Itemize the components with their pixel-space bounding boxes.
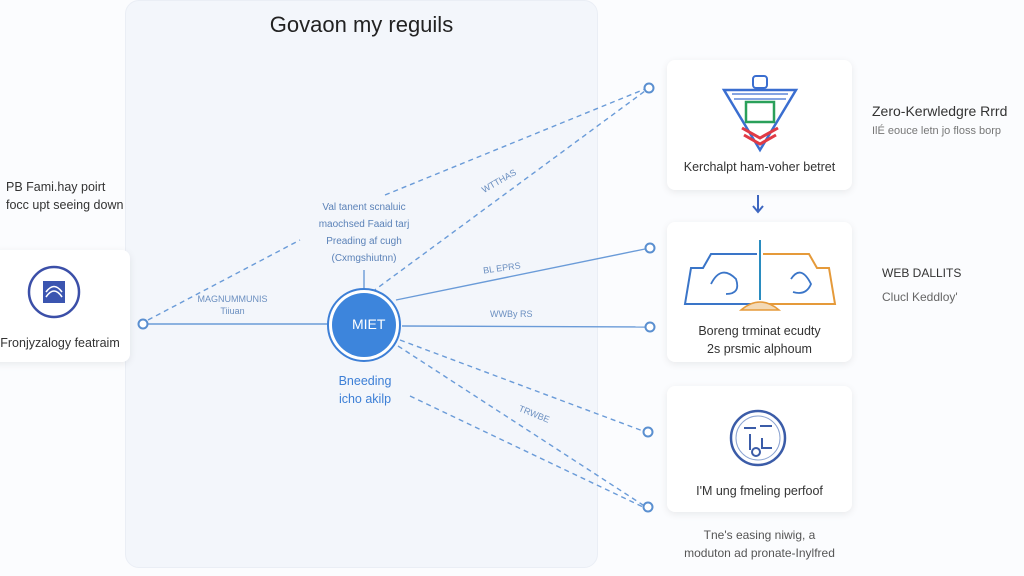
down-arrow-icon <box>752 195 764 214</box>
right-card-3[interactable]: I'M ung fmeling perfoof <box>667 386 852 512</box>
edge-mid-upper <box>395 248 646 301</box>
right-card-3-label: I'M ung fmeling perfoof <box>696 484 823 498</box>
edge-lower <box>399 339 644 432</box>
edge-mid <box>401 325 646 328</box>
tools-circle-icon <box>729 409 787 467</box>
center-badge: MIET <box>352 316 386 332</box>
edge-top <box>371 90 646 293</box>
edge-label: WWBy RS <box>490 309 533 319</box>
node-dot <box>643 82 655 94</box>
left-card[interactable]: Fronjyzalogy featraim <box>0 250 130 362</box>
shield-badge-icon <box>721 75 799 153</box>
shield-logo-icon <box>27 265 81 319</box>
center-node <box>332 293 396 357</box>
node-dot <box>644 242 656 254</box>
edge-top-long <box>384 88 646 196</box>
node-dot <box>137 318 149 330</box>
right-card-1-label: Kerchalpt ham-voher betret <box>683 160 836 174</box>
right-side-1-sub: IlÉ eouce letn jo floss borp <box>872 125 1002 137</box>
right-card-1[interactable]: Kerchalpt ham-voher betret <box>667 60 852 190</box>
edge-bottom <box>397 345 644 506</box>
edge-bottom-2 <box>409 395 644 508</box>
right-side-2-sub: Clucl Keddloy' <box>882 290 958 304</box>
edge-left-dashed <box>147 239 301 321</box>
diagram-title: Govaon my reguils <box>269 12 454 37</box>
left-card-label: Fronjyzalogy featraim <box>0 336 120 350</box>
right-side-1-title: Zero-Kerwledgre Rrrd <box>872 103 1008 119</box>
node-dot <box>644 321 656 333</box>
node-dot <box>642 501 654 513</box>
scales-brain-icon <box>683 240 837 311</box>
right-side-2-title: WEB DALLITS <box>882 266 962 280</box>
diagram-panel <box>125 0 598 568</box>
node-dot <box>642 426 654 438</box>
